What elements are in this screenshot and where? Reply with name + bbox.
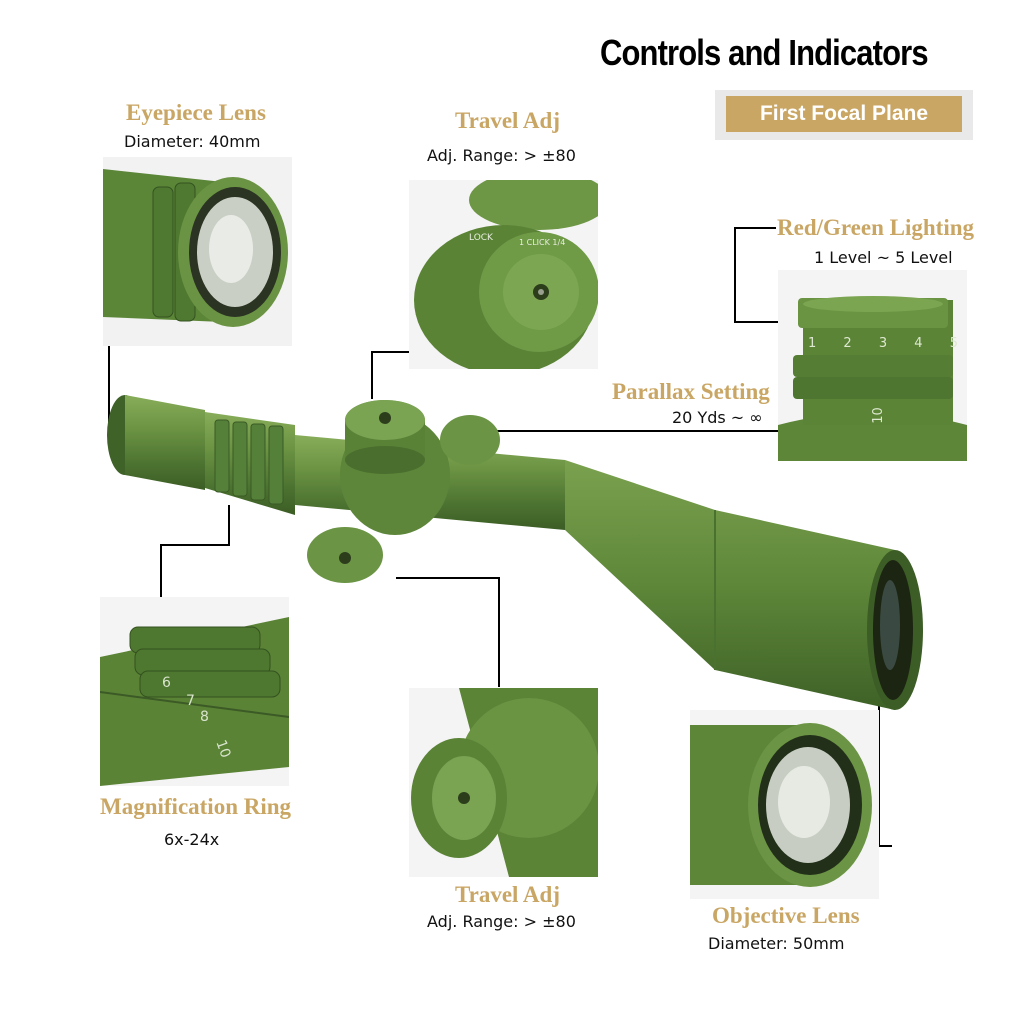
leader-objective-v xyxy=(878,700,880,846)
parallax-mark: 10 xyxy=(870,407,886,424)
objective-label: Objective Lens xyxy=(712,903,860,928)
lighting-detail: 1 Level ~ 5 Level xyxy=(814,248,953,267)
travel-top-label: Travel Adj xyxy=(455,108,560,133)
level-mark: 2 xyxy=(843,336,852,351)
leader-parallax xyxy=(492,430,780,432)
objective-photo xyxy=(690,710,879,899)
travel-bottom-photo xyxy=(409,688,598,877)
eyepiece-photo xyxy=(103,157,292,346)
magnification-detail: 6x-24x xyxy=(164,830,220,849)
level-mark: 4 xyxy=(914,336,923,351)
lighting-level-marks: 1 2 3 4 5 xyxy=(808,336,958,351)
travel-bottom-label: Travel Adj xyxy=(455,882,560,907)
lighting-label: Red/Green Lighting xyxy=(777,215,975,240)
level-mark: 1 xyxy=(808,336,817,351)
leader-mag-v2 xyxy=(160,544,162,598)
mag-mark: 6 xyxy=(162,675,171,691)
leader-eyepiece xyxy=(108,345,110,423)
travel-top-photo: 1 CLICK 1/4 LOCK xyxy=(409,180,598,369)
page-title: Controls and Indicators xyxy=(600,32,929,73)
turret-lock-text: LOCK xyxy=(469,233,494,243)
leader-objective-h xyxy=(878,845,892,847)
riflescope-illustration xyxy=(107,395,923,710)
magnification-label: Magnification Ring xyxy=(100,794,292,819)
objective-detail: Diameter: 50mm xyxy=(708,934,845,953)
level-mark: 5 xyxy=(949,336,958,351)
mag-mark: 7 xyxy=(186,693,195,709)
travel-top-detail: Adj. Range: > ±80 xyxy=(427,146,576,165)
leader-mag-v1 xyxy=(228,505,230,545)
leader-travel-top-h xyxy=(371,351,411,353)
level-mark: 3 xyxy=(878,336,888,351)
leader-travel-top-v xyxy=(371,351,373,399)
leader-mag-h xyxy=(160,544,230,546)
parallax-detail: 20 Yds ~ ∞ xyxy=(672,408,763,427)
turret-click-text: 1 CLICK 1/4 xyxy=(519,238,565,247)
lighting-parallax-photo: 1 2 3 4 5 10 xyxy=(778,270,967,461)
eyepiece-label: Eyepiece Lens xyxy=(126,100,266,125)
parallax-label: Parallax Setting xyxy=(612,379,770,404)
leader-travel-bottom-v xyxy=(498,577,500,687)
mag-mark: 8 xyxy=(200,709,209,725)
focal-plane-badge: First Focal Plane xyxy=(726,96,962,132)
leader-lighting-top xyxy=(734,227,776,229)
leader-lighting-bottom xyxy=(734,321,806,323)
travel-bottom-detail: Adj. Range: > ±80 xyxy=(427,912,576,931)
magnification-photo: 6 7 8 10 xyxy=(100,597,289,786)
leader-lighting-v xyxy=(734,227,736,322)
eyepiece-detail: Diameter: 40mm xyxy=(124,132,261,151)
leader-travel-bottom-h xyxy=(396,577,500,579)
